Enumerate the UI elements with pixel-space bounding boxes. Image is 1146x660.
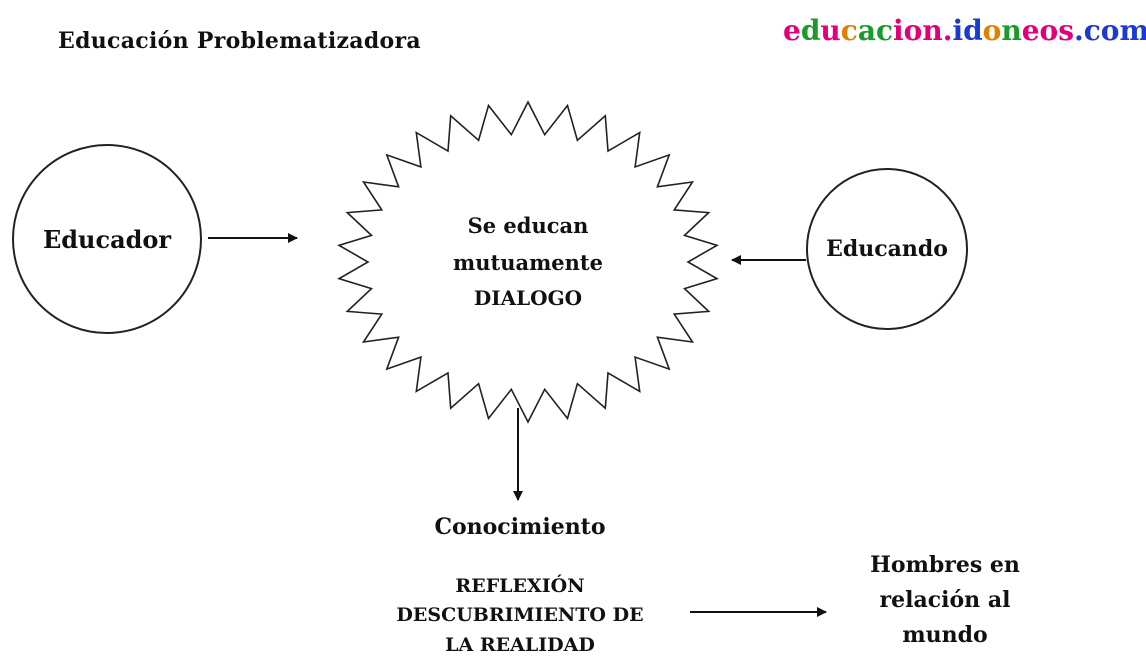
brand-segment: .com — [1073, 14, 1146, 47]
hombres-line-3: mundo — [902, 622, 988, 649]
conocimiento-label: Conocimiento — [434, 514, 606, 540]
reflexion-line-2: DESCUBRIMIENTO DE — [396, 604, 644, 627]
center-line-1: Se educan — [468, 213, 589, 238]
center-line-3: DIALOGO — [474, 286, 582, 310]
brand-segment: n — [1001, 14, 1022, 47]
brand-segment: u — [820, 14, 841, 47]
educando-label: Educando — [826, 236, 948, 262]
hombres-block: Hombres en relación al mundo — [850, 548, 1040, 654]
brand-logo: educacion.idoneos.com — [783, 14, 1146, 47]
brand-segment: e — [783, 14, 801, 47]
educador-circle — [12, 144, 202, 334]
brand-segment: id — [952, 14, 983, 47]
reflexion-block: REFLEXIÓN DESCUBRIMIENTO DE LA REALIDAD — [370, 572, 670, 660]
brand-segment: c — [840, 14, 858, 47]
diagram-title: Educación Problematizadora — [58, 28, 421, 54]
educador-label: Educador — [43, 225, 171, 254]
brand-segment: d — [800, 14, 821, 47]
hombres-line-1: Hombres en — [870, 552, 1020, 578]
dialogo-starburst — [337, 100, 719, 424]
brand-segment: o — [982, 14, 1002, 47]
brand-segment: io — [893, 14, 923, 47]
brand-segment: ac — [857, 14, 894, 47]
reflexion-line-3: LA REALIDAD — [445, 633, 595, 656]
brand-segment: eos — [1021, 14, 1074, 47]
educando-circle — [806, 168, 968, 330]
hombres-line-2: relación al — [879, 587, 1011, 614]
brand-segment: n. — [922, 14, 953, 47]
reflexion-line-1: REFLEXIÓN — [455, 575, 585, 597]
center-line-2: mutuamente — [453, 250, 603, 275]
